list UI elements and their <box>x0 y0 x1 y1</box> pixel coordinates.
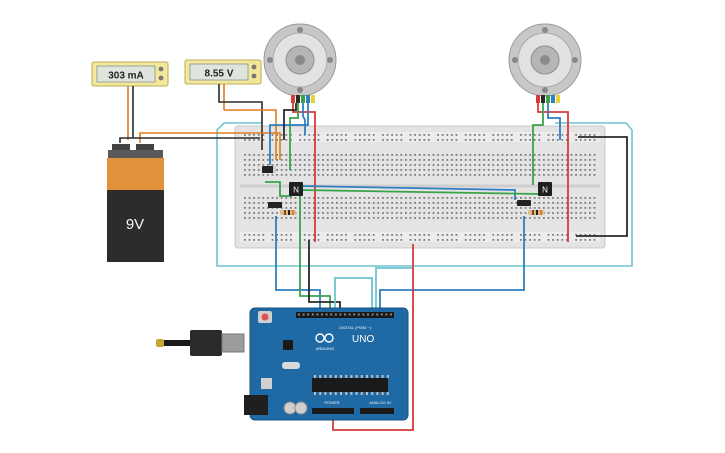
ammeter[interactable]: 303 mA <box>91 61 169 87</box>
circuit-wires <box>265 103 628 242</box>
resistor-right[interactable] <box>528 210 544 215</box>
transistor-left-label: N <box>293 186 299 195</box>
breadboard[interactable] <box>234 125 606 249</box>
digital-header-pins <box>298 313 392 316</box>
ammeter-reading: 303 mA <box>108 71 144 82</box>
arduino-model: UNO <box>352 334 374 345</box>
teal-wires <box>216 122 633 267</box>
analog-header-label: ANALOG IN <box>369 400 391 405</box>
battery-label: 9V <box>126 216 144 233</box>
meter-wires <box>119 84 281 160</box>
breadboard-holes <box>244 134 596 241</box>
battery-9v[interactable]: 9V <box>107 144 164 262</box>
usb-cable <box>156 330 245 356</box>
transistor-right-label: N <box>542 186 548 195</box>
arduino-uno[interactable]: DIGITAL (PWM ~) ARDUINO UNO POWER ANALOG… <box>244 307 409 421</box>
diode-left[interactable] <box>262 166 276 173</box>
diode-right[interactable] <box>517 200 531 206</box>
arduino-brand: ARDUINO <box>316 346 334 351</box>
transistor-left[interactable]: N <box>289 182 303 196</box>
motor-left[interactable] <box>263 23 337 103</box>
arduino-logo: ARDUINO <box>315 333 334 351</box>
resistor-left[interactable] <box>280 210 296 215</box>
diode-left-2[interactable] <box>268 202 282 208</box>
voltmeter-reading: 8.55 V <box>205 69 234 80</box>
transistor-right[interactable]: N <box>538 182 552 196</box>
voltmeter[interactable]: 8.55 V <box>184 59 262 85</box>
chip-pins <box>314 375 389 395</box>
digital-header-label: DIGITAL (PWM ~) <box>339 325 372 330</box>
power-header-label: POWER <box>324 400 339 405</box>
motor-right[interactable] <box>508 23 582 103</box>
